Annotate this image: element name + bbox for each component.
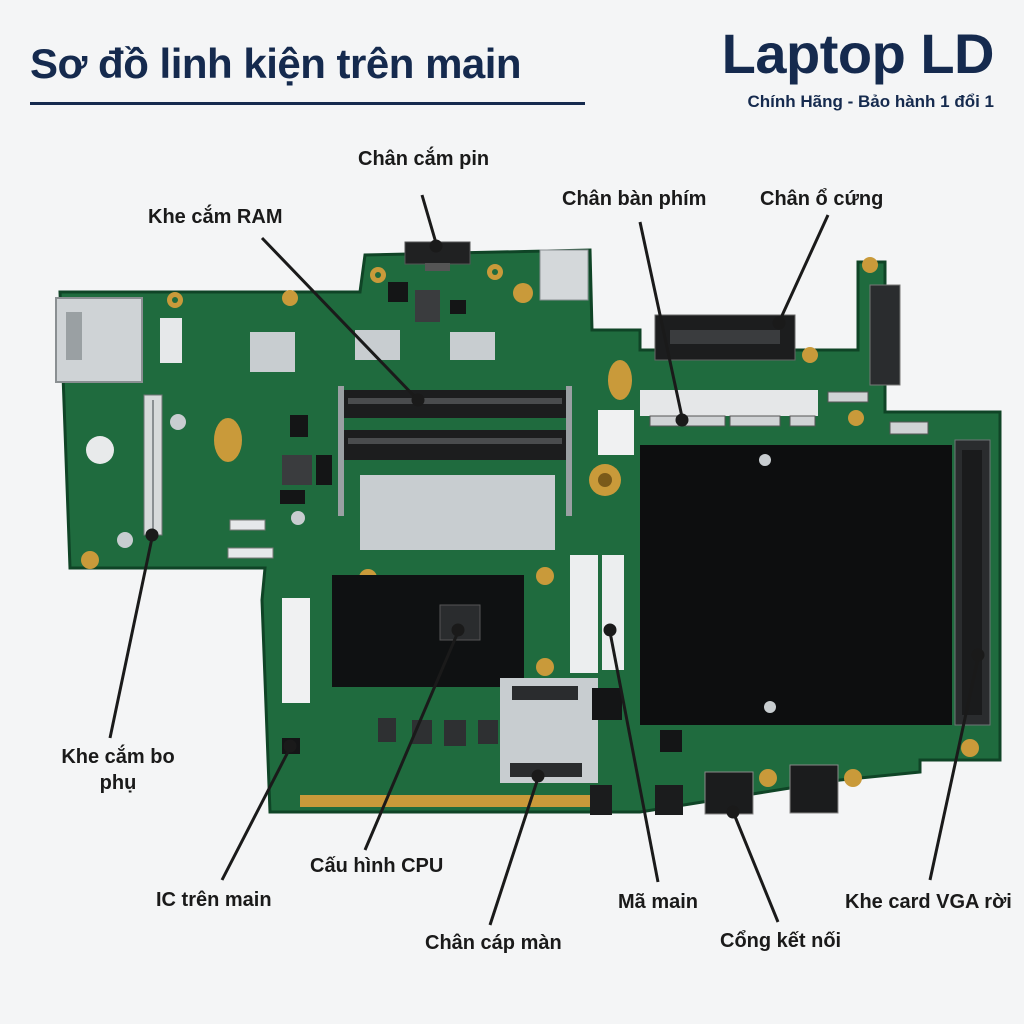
label-hdd: Chân ổ cứng (760, 188, 884, 210)
label-cpu: Cấu hình CPU (310, 855, 444, 877)
sim-slot (539, 249, 589, 301)
label-lcd: Chân cáp màn (425, 932, 562, 954)
pointer-battery (420, 194, 438, 244)
lcd-connector (510, 763, 582, 777)
label-model: Mã main (618, 891, 699, 913)
ram-shield (360, 475, 555, 550)
label-vga: Khe card VGA rời (845, 891, 1012, 913)
label-ports: Cổng kết nối (720, 930, 842, 952)
page-title: Sơ đồ linh kiện trên main (30, 40, 522, 87)
pointer-hdd (778, 214, 830, 321)
label-subboard: Khe cắm bo phụ (61, 746, 175, 794)
brand-block: Laptop LD Chính Hãng - Bảo hành 1 đổi 1 (721, 22, 995, 112)
pointer-ic (220, 747, 292, 881)
pointer-ram (260, 236, 418, 400)
model-sticker (570, 555, 598, 673)
pointer-ports (732, 813, 780, 923)
pointer-keyboard (638, 221, 684, 418)
brand-tagline: Chính Hãng - Bảo hành 1 đổi 1 (747, 92, 995, 111)
pointer-vga (928, 657, 980, 881)
label-battery: Chân cắm pin (358, 148, 490, 170)
pointer-cpu (363, 631, 460, 851)
label-ic: IC trên main (156, 889, 272, 911)
pointer-subboard (108, 537, 154, 739)
label-keyboard: Chân bàn phím (562, 188, 707, 210)
vga-shield (640, 445, 952, 725)
pointer-model (608, 631, 660, 883)
brand-name: Laptop LD (721, 22, 995, 85)
cpu-heatsink (332, 575, 524, 687)
title-underline (30, 102, 585, 105)
edge-gold-strip (300, 795, 600, 807)
label-ram: Khe cắm RAM (148, 206, 283, 228)
pointer-lcd (488, 777, 540, 926)
ram-slot-2 (340, 430, 570, 460)
